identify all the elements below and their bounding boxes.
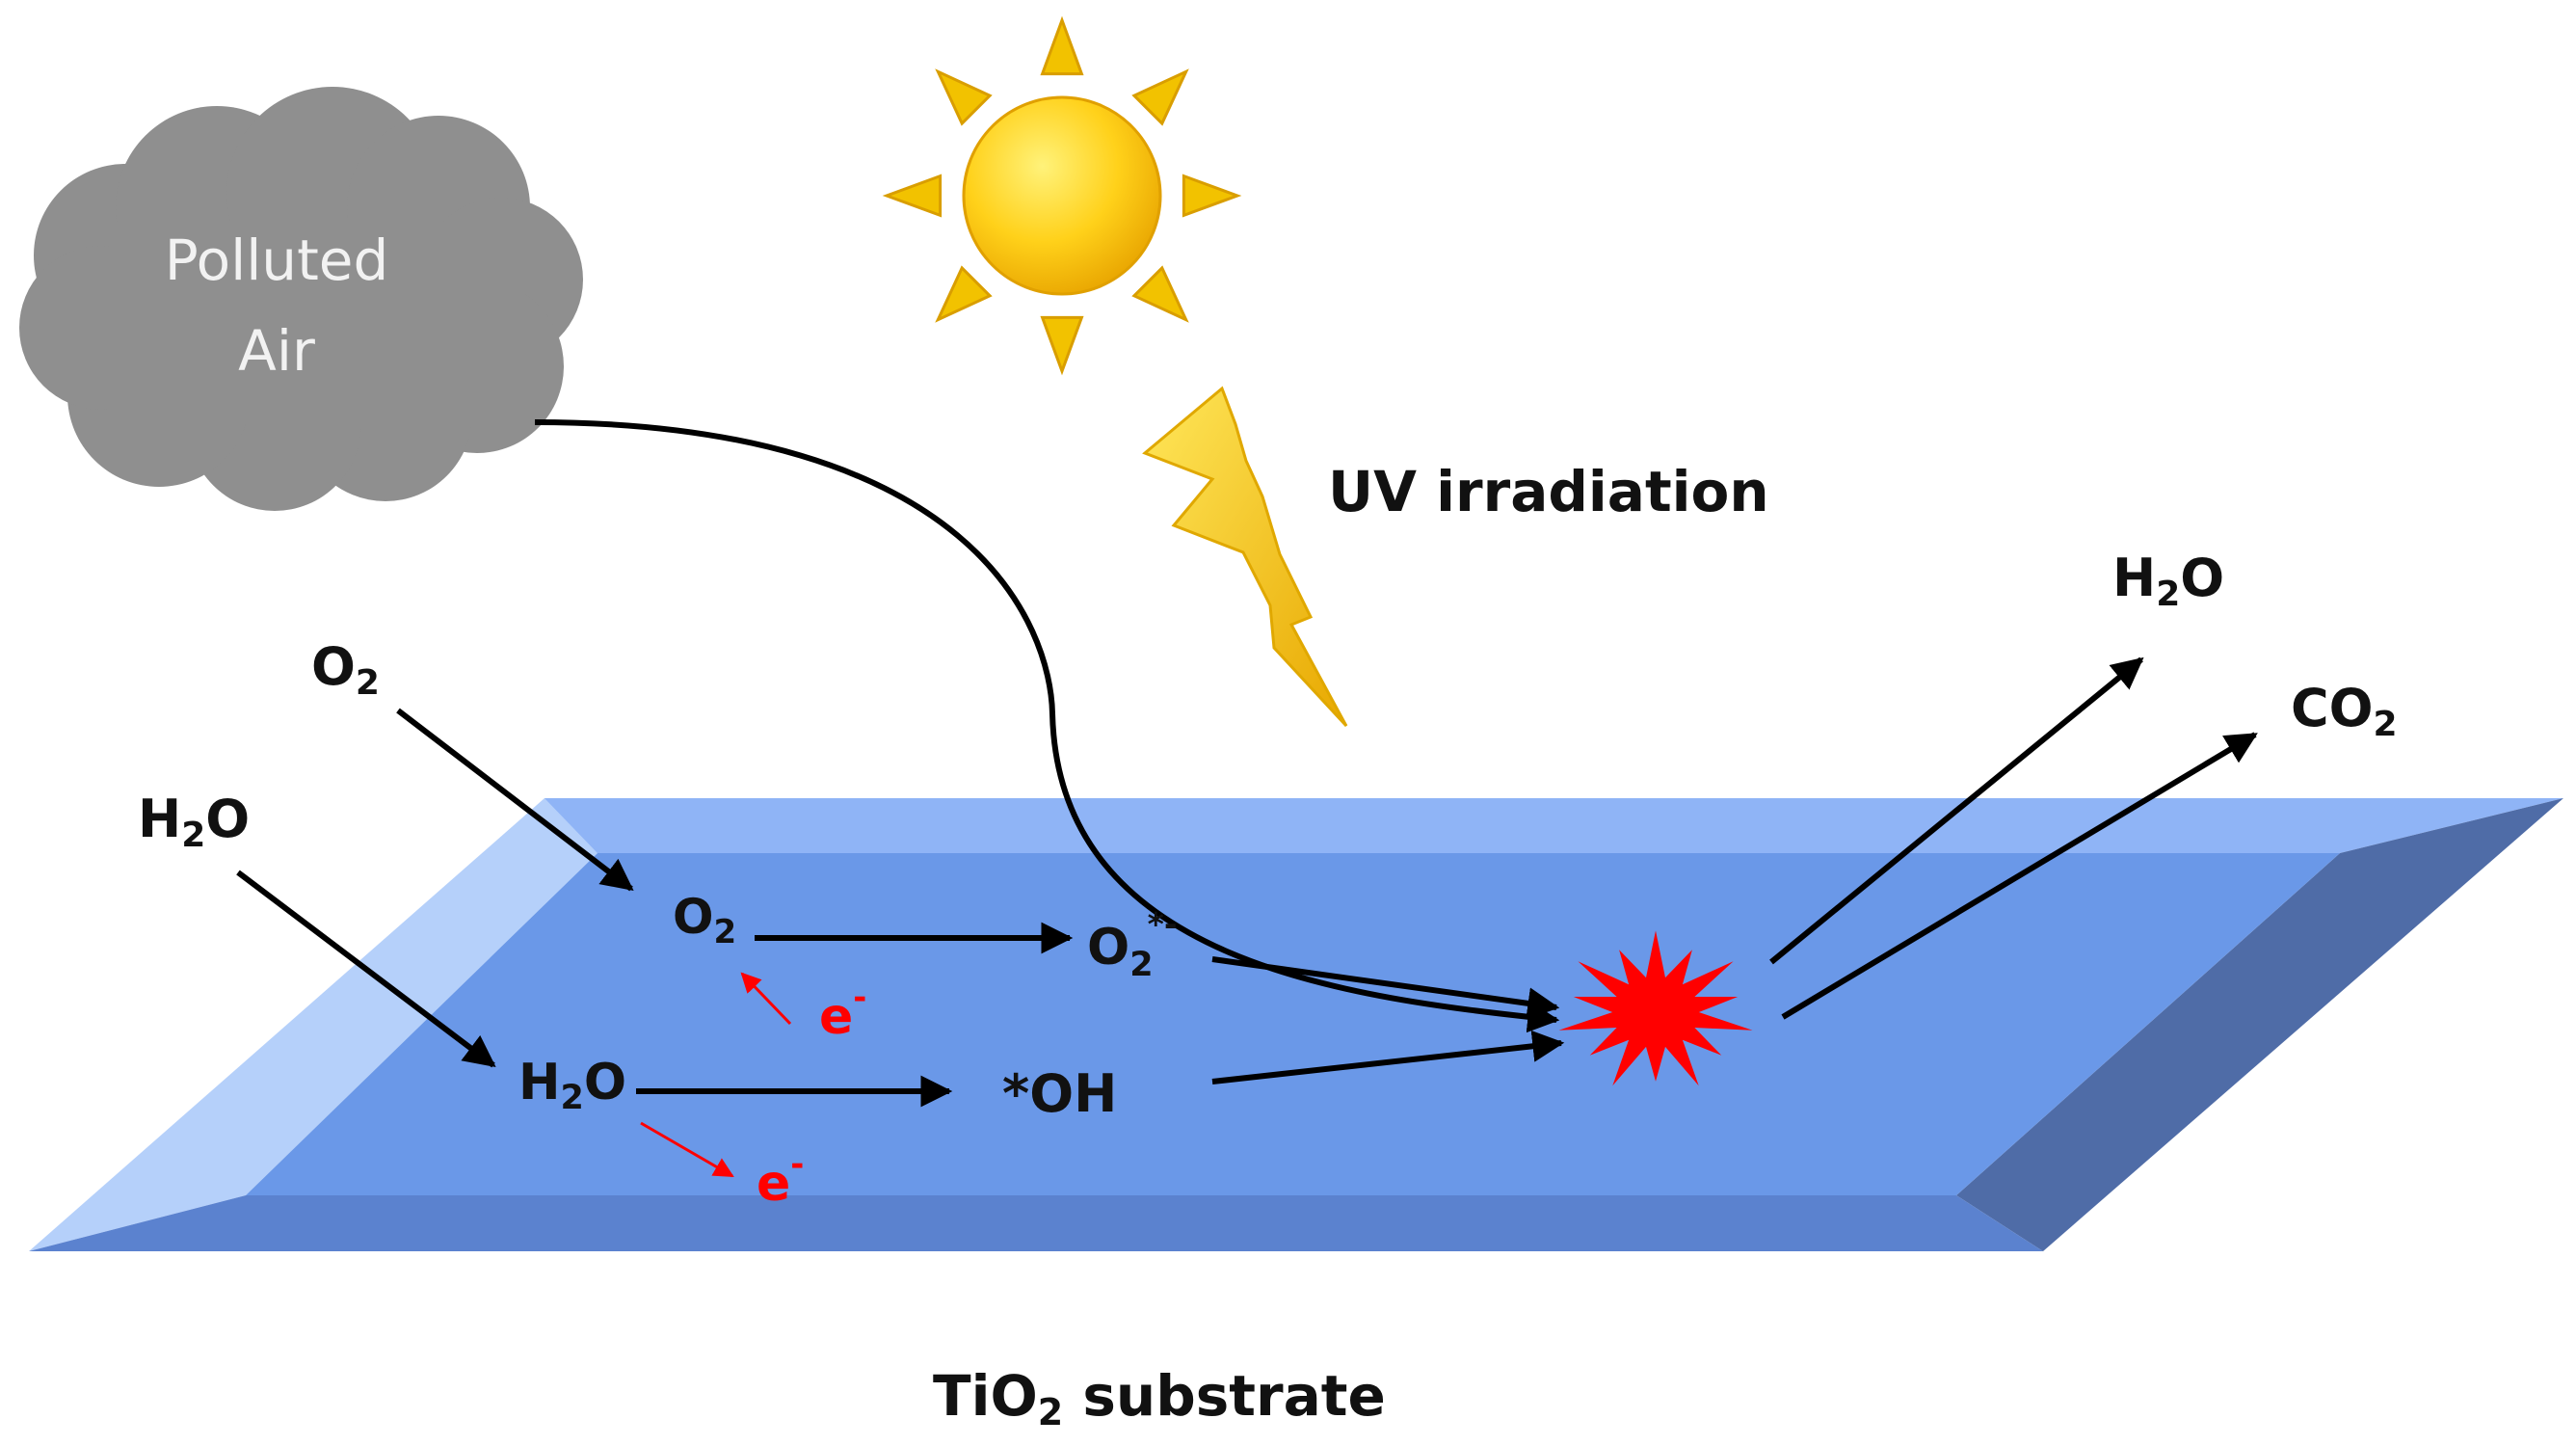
product-h2o-sub: 2 [2156, 575, 2180, 614]
uv-irradiation-label: UV irradiation [1328, 459, 1769, 524]
plate-right-face [1956, 798, 2563, 1251]
h2o-adsorption-arrow [236, 870, 496, 1068]
surface-h2o-sub: 2 [561, 1079, 584, 1117]
input-h2o-sub: 2 [181, 816, 205, 855]
substrate-label: TiO2 substrate [933, 1363, 1386, 1433]
sun-ray [1182, 174, 1242, 218]
electron-bottom-sup: - [790, 1145, 804, 1184]
sun-ray [1131, 265, 1189, 323]
surface-h2o-main1: H [518, 1054, 561, 1111]
superoxide-label: O2*- [1087, 905, 1178, 984]
input-o2-main: O [311, 636, 356, 697]
electron-bottom-arrow [640, 1121, 734, 1178]
plate-front-face [29, 1195, 2043, 1251]
electron-bottom-label: e- [757, 1145, 804, 1213]
reaction-arrows [236, 419, 2258, 1178]
sun-ray [882, 174, 943, 218]
surface-h2o-main2: O [584, 1054, 626, 1111]
input-o2-sub: 2 [356, 663, 380, 703]
substrate-main1: TiO [933, 1363, 1038, 1429]
product-h2o-main1: H [2112, 548, 2156, 608]
surface-h2o-label: H2O [518, 1054, 626, 1117]
superoxide-to-reaction-arrow [1211, 956, 1560, 1020]
product-h2o-label: H2O [2112, 548, 2224, 614]
tio2-plate [29, 798, 2563, 1251]
product-co2-sub: 2 [2374, 705, 2398, 744]
hydroxyl-label: *OH [1002, 1063, 1117, 1124]
sun-ray [935, 68, 993, 126]
sun-icon [882, 15, 1242, 376]
hydroxyl-to-reaction-arrow [1211, 1030, 1565, 1084]
plate-rim-left [29, 798, 598, 1251]
input-h2o-main1: H [138, 789, 181, 849]
sun-ray [1040, 15, 1084, 76]
plate-rim-top [544, 798, 2563, 853]
sun-ray [935, 265, 993, 323]
superoxide-sub: 2 [1129, 946, 1153, 984]
input-h2o-main2: O [205, 789, 250, 849]
h2o-product-arrow [1769, 656, 2144, 965]
electron-top-sup: - [853, 978, 866, 1017]
surface-o2-label: O2 [673, 889, 736, 951]
cloud-icon [19, 87, 583, 511]
product-h2o-main2: O [2180, 548, 2224, 608]
co2-product-arrow [1781, 732, 2258, 1020]
lightning-bolt-icon [1142, 386, 1348, 728]
electron-top-main: e [819, 988, 853, 1046]
superoxide-main: O [1087, 919, 1129, 977]
surface-o2-sub: 2 [714, 913, 737, 951]
input-h2o-label: H2O [138, 789, 250, 855]
surface-o2-main: O [673, 889, 714, 945]
pollutant-path-arrow [534, 419, 1560, 1033]
substrate-sub: 2 [1038, 1391, 1063, 1433]
electron-top-label: e- [819, 978, 866, 1046]
reaction-burst-icon [1558, 930, 1753, 1086]
electron-bottom-main: e [757, 1155, 790, 1213]
product-co2-label: CO2 [2291, 678, 2398, 744]
cloud-label-line2: Air [238, 318, 315, 384]
sun-ray [1040, 315, 1084, 376]
electron-top-arrow [740, 972, 792, 1026]
o2-adsorption-arrow [396, 708, 634, 892]
input-o2-label: O2 [311, 636, 380, 703]
product-co2-main: CO [2291, 678, 2374, 738]
superoxide-sup: *- [1148, 905, 1178, 943]
cloud-label-line1: Polluted [165, 228, 389, 293]
substrate-main2: substrate [1063, 1363, 1386, 1429]
sun-ray [1131, 68, 1189, 126]
